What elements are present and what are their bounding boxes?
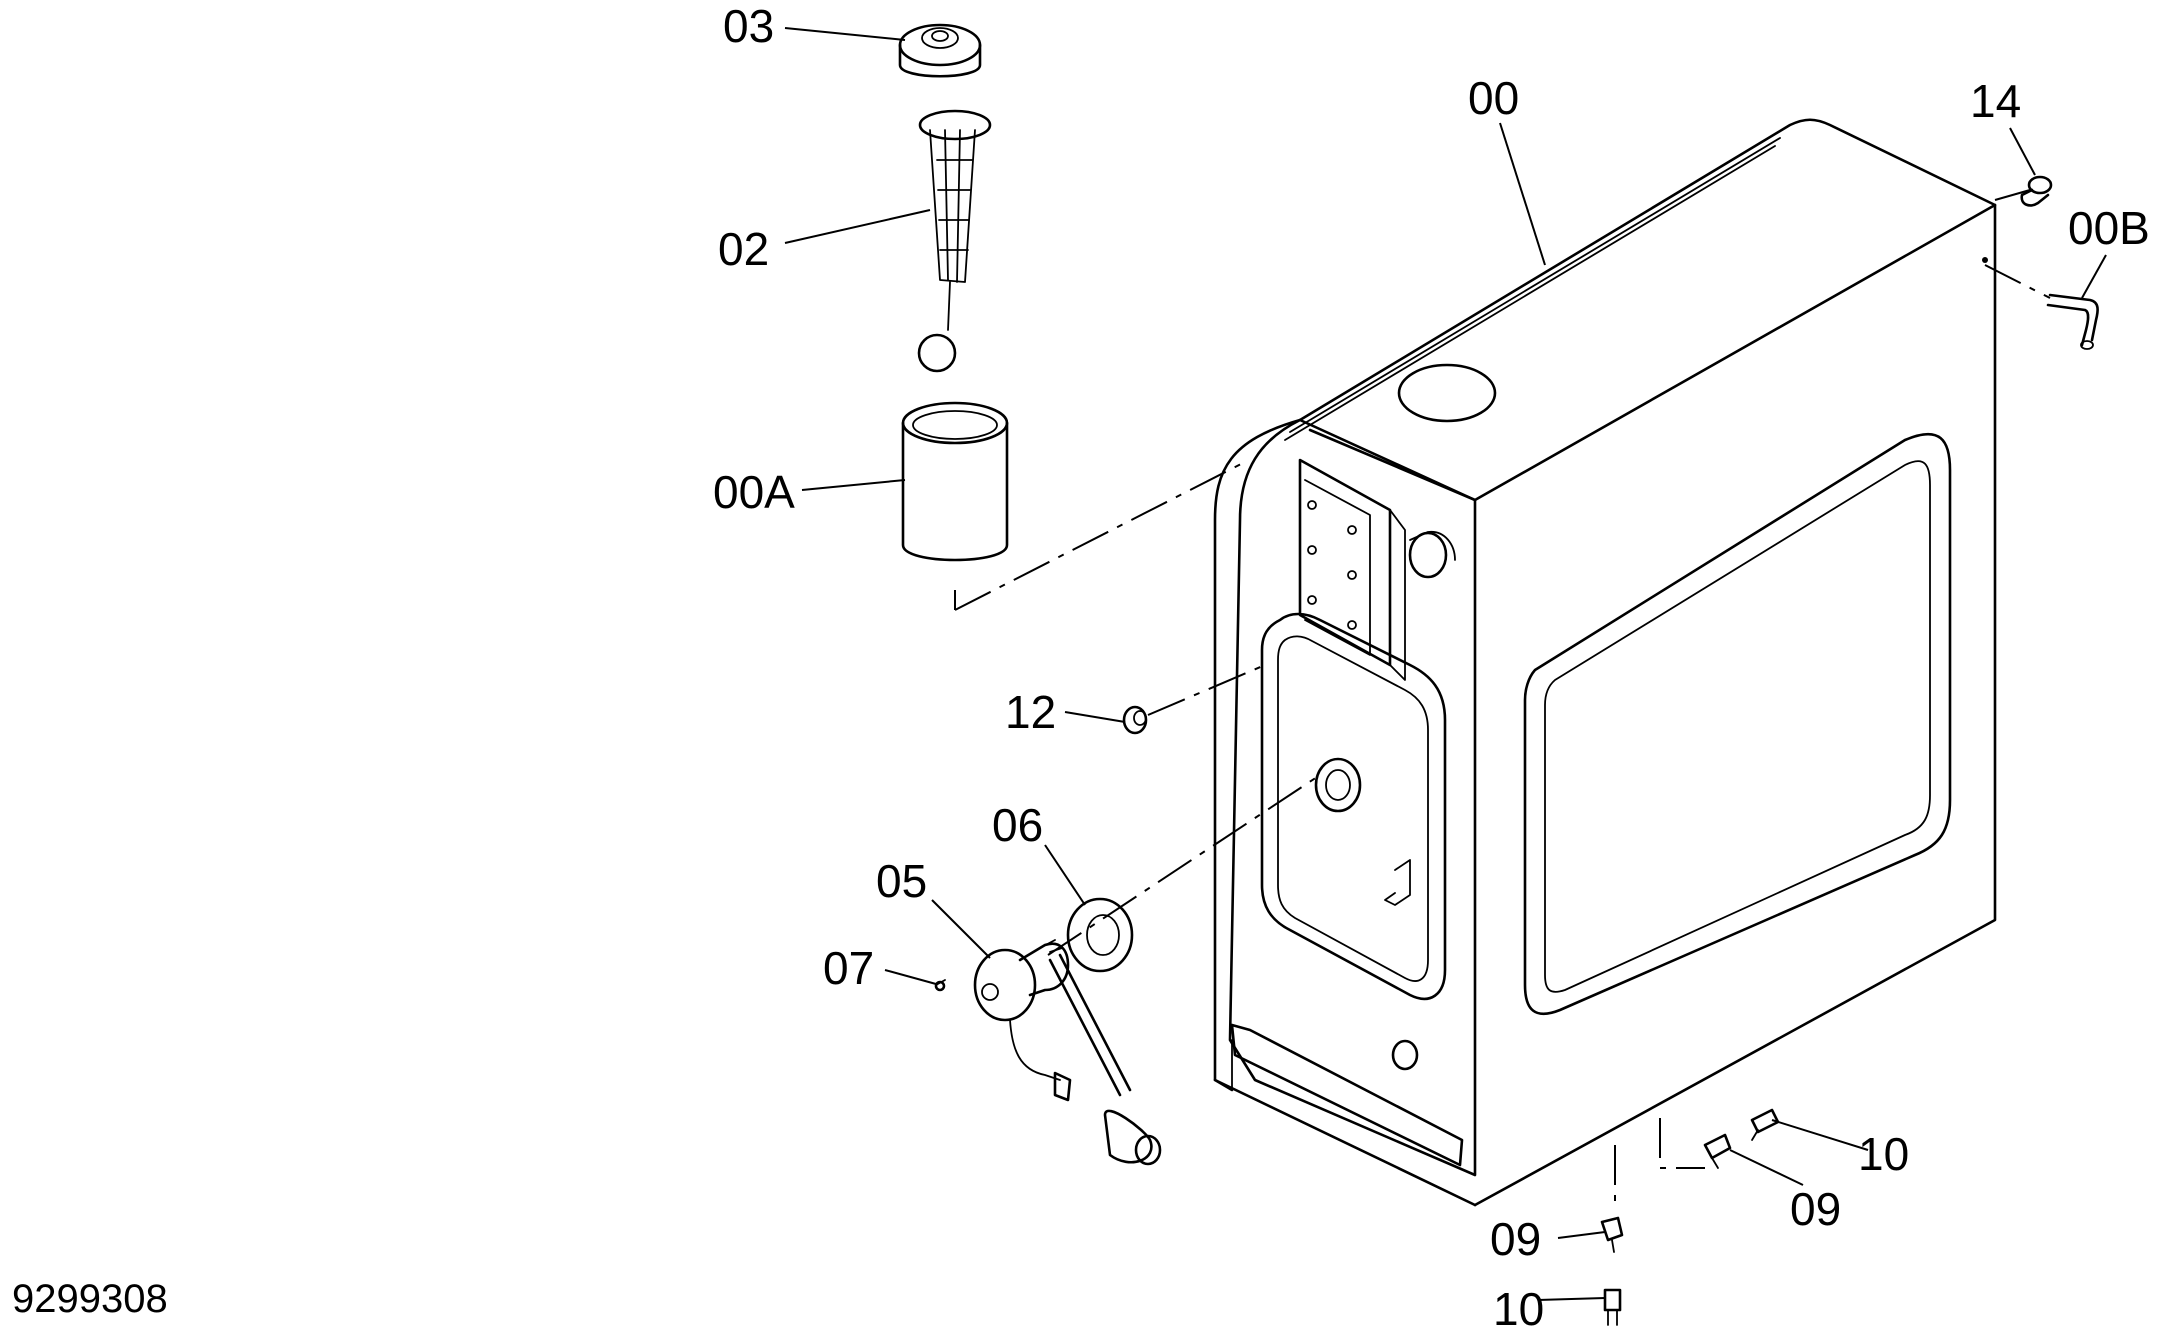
callout-nut: 12 bbox=[1005, 686, 1056, 738]
callout-tank-insert: 00A bbox=[713, 466, 795, 518]
leader-lines bbox=[784, 27, 2107, 1301]
callout-plug-2: 10 bbox=[1858, 1128, 1909, 1180]
callout-strainer: 02 bbox=[718, 223, 769, 275]
figure-id: 9299308 bbox=[12, 1277, 168, 1321]
nut-part bbox=[1122, 705, 1148, 735]
lower-fittings bbox=[1600, 1108, 1780, 1326]
cap-part bbox=[898, 23, 982, 78]
callout-fuel-sender: 05 bbox=[876, 855, 927, 907]
callout-screw: 07 bbox=[823, 942, 874, 994]
callout-fitting: 14 bbox=[1970, 75, 2021, 127]
gasket-part bbox=[1066, 897, 1134, 973]
center-lines bbox=[954, 189, 2051, 1205]
callout-tube: 00B bbox=[2068, 202, 2150, 254]
callout-tank: 00 bbox=[1468, 72, 1519, 124]
callout-labels: 00 00A 00B 02 03 05 06 07 09 09 10 10 12… bbox=[713, 0, 2150, 1335]
callout-cap: 03 bbox=[723, 0, 774, 52]
fitting-part bbox=[2020, 175, 2053, 207]
fuel-tank bbox=[1213, 118, 1997, 1207]
strainer-part bbox=[917, 109, 992, 373]
callout-plug-1: 10 bbox=[1493, 1283, 1544, 1335]
fuel-sender-part bbox=[934, 939, 1162, 1166]
callout-gasket: 06 bbox=[992, 799, 1043, 851]
tank-insert-part bbox=[901, 401, 1009, 562]
callout-elbow-1: 09 bbox=[1490, 1213, 1541, 1265]
tube-part bbox=[2046, 293, 2099, 350]
callout-elbow-2: 09 bbox=[1790, 1183, 1841, 1235]
